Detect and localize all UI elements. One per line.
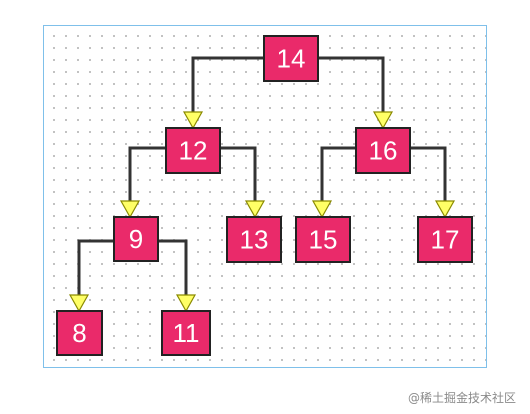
edge-12-to-9 — [119, 146, 166, 219]
tree-node-14: 14 — [263, 35, 319, 82]
connector-line — [318, 56, 385, 112]
node-box — [263, 35, 319, 82]
tree-node-8: 8 — [56, 310, 103, 356]
tree-node-12: 12 — [165, 127, 221, 174]
node-box — [226, 216, 282, 263]
connector-line — [410, 146, 447, 201]
arrowhead-icon — [182, 111, 204, 130]
node-label: 13 — [240, 225, 269, 255]
arrowhead-icon — [119, 200, 141, 219]
tree-node-15: 15 — [295, 216, 351, 263]
edges-layer — [68, 56, 456, 313]
node-box — [417, 216, 473, 263]
edge-9-to-8 — [68, 239, 114, 313]
edge-14-to-12 — [182, 56, 264, 130]
connector-line — [320, 146, 356, 201]
dotted-grid-canvas — [43, 25, 487, 368]
node-label: 11 — [173, 318, 200, 348]
connector-line — [128, 146, 166, 201]
arrowhead-icon — [175, 294, 197, 313]
arrowhead-icon — [244, 200, 266, 219]
arrowhead-icon — [68, 294, 90, 313]
node-label: 9 — [129, 224, 143, 254]
node-box — [165, 127, 221, 174]
tree-node-11: 11 — [161, 310, 211, 356]
tree-node-9: 9 — [113, 216, 159, 262]
node-box — [355, 127, 411, 174]
node-label: 16 — [369, 136, 398, 166]
connector-line — [158, 239, 188, 295]
node-label: 15 — [309, 225, 338, 255]
node-label: 12 — [179, 136, 208, 166]
edge-9-to-11 — [158, 239, 197, 313]
node-label: 8 — [72, 318, 86, 348]
edge-16-to-15 — [311, 146, 356, 219]
node-box — [56, 310, 103, 356]
arrowhead-icon — [372, 111, 394, 130]
nodes-layer: 14 12 16 9 13 15 17 8 11 — [56, 35, 473, 356]
connector-line — [77, 239, 114, 295]
node-box — [295, 216, 351, 263]
tree-node-17: 17 — [417, 216, 473, 263]
arrowhead-icon — [434, 200, 456, 219]
edge-16-to-17 — [410, 146, 456, 219]
node-box — [161, 310, 211, 356]
arrowhead-icon — [311, 200, 333, 219]
connector-line — [191, 56, 264, 112]
node-label: 14 — [277, 44, 306, 74]
edge-12-to-13 — [220, 146, 266, 219]
node-box — [113, 216, 159, 262]
node-label: 17 — [431, 225, 460, 255]
watermark-text: @稀土掘金技术社区 — [407, 391, 516, 405]
tree-node-16: 16 — [355, 127, 411, 174]
tree-node-13: 13 — [226, 216, 282, 263]
edge-14-to-16 — [318, 56, 394, 130]
connector-line — [220, 146, 257, 201]
